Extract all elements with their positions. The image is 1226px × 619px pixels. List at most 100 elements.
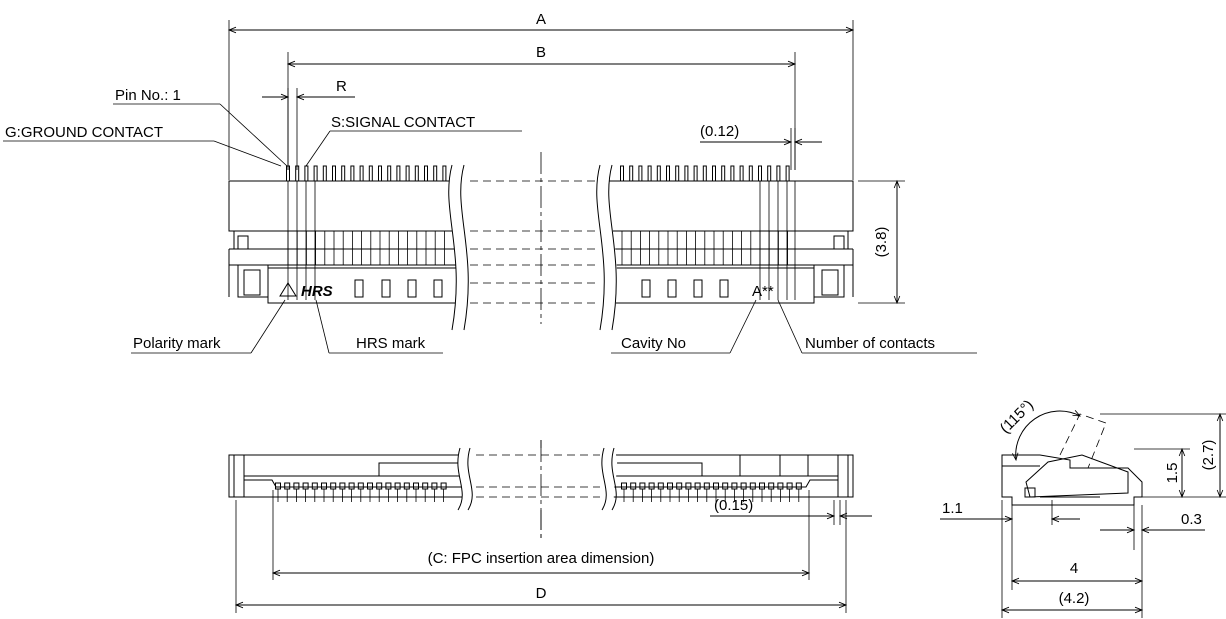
front-pin [767, 165, 772, 182]
front-pin [647, 165, 652, 182]
bottom-pin [385, 482, 392, 490]
bottom-pin [357, 482, 364, 490]
dimension-c: (C: FPC insertion area dimension) [271, 490, 811, 580]
front-pin [666, 165, 670, 182]
dimension-1-5: 1.5 [1134, 447, 1190, 499]
bottom-pin [403, 482, 410, 490]
bottom-pin [348, 482, 355, 490]
dimension-r-label: R [336, 78, 347, 95]
front-pin [433, 165, 438, 182]
callout-cavity: Cavity No [611, 299, 757, 354]
dimension-gap-015-label: (0.15) [714, 497, 753, 514]
bottom-pin [685, 482, 692, 490]
front-pin [620, 165, 624, 182]
bottom-pin [376, 482, 383, 490]
bottom-pin [731, 482, 738, 490]
front-pin [313, 165, 318, 182]
front-pin [387, 165, 392, 182]
dimension-4: 4 [1001, 500, 1144, 618]
bottom-pin [722, 482, 729, 490]
bottom-pin [795, 482, 802, 490]
front-pin [638, 165, 643, 182]
front-pin [721, 165, 726, 182]
front-pin [629, 165, 634, 182]
dimension-4-2-label: (4.2) [1059, 590, 1090, 607]
bottom-pin [694, 482, 701, 490]
callout-signal: S:SIGNAL CONTACT [305, 114, 522, 167]
bottom-pin [630, 482, 637, 490]
dimension-b-label: B [536, 44, 546, 61]
dimension-height: (3.8) [858, 179, 905, 305]
dimension-gap-015: (0.15) [710, 497, 872, 525]
ground-contact-label: G:GROUND CONTACT [5, 124, 163, 141]
front-pin [332, 165, 336, 182]
dimension-height-label: (3.8) [873, 227, 890, 258]
bottom-pin [657, 482, 664, 490]
front-view: A B R (0.12) [3, 11, 977, 354]
bottom-pin [703, 482, 710, 490]
callout-polarity: Polarity mark [131, 299, 286, 354]
bottom-pin [367, 482, 373, 490]
front-pin [776, 165, 781, 182]
dimension-1-1: 1.1 [940, 500, 1080, 548]
dimension-pin-gap-label: (0.12) [700, 123, 739, 140]
callout-pin1: Pin No.: 1 [113, 87, 288, 167]
front-pin [785, 165, 790, 182]
dimension-d: D [234, 500, 848, 613]
bottom-pin [394, 482, 401, 490]
bottom-pin [413, 482, 419, 490]
front-pin [656, 165, 661, 182]
bottom-pin [330, 482, 337, 490]
callout-hrs: HRS mark [315, 299, 443, 354]
dimension-0-3-label: 0.3 [1181, 511, 1202, 528]
front-pin [424, 165, 428, 182]
bottom-pin [422, 482, 429, 490]
front-pin [675, 165, 680, 182]
callout-contacts: Number of contacts [777, 299, 977, 354]
angle-label: (115°) [997, 397, 1037, 437]
front-pin [341, 165, 346, 182]
hrs-mark-label: HRS mark [356, 335, 426, 352]
dimension-d-label: D [536, 585, 547, 602]
front-pin [739, 165, 744, 182]
side-connector-body [1001, 413, 1143, 506]
dimension-1-5-label: 1.5 [1164, 463, 1181, 484]
bottom-pin [777, 482, 784, 490]
front-pin [350, 165, 355, 182]
front-pin [758, 165, 762, 182]
bottom-break [457, 440, 618, 540]
front-pin [414, 165, 419, 182]
hrs-logo-mark: HRS [301, 283, 333, 300]
dimension-0-3: 0.3 [1100, 505, 1205, 618]
front-pins [286, 165, 796, 300]
bottom-pin [339, 482, 346, 490]
cavity-windows-left [354, 279, 443, 298]
bottom-pin [749, 482, 756, 490]
front-pin [693, 165, 698, 182]
dimension-4-label: 4 [1070, 560, 1078, 577]
dimension-2-7: (2.7) [1100, 412, 1226, 499]
bottom-view: (0.15) (C: FPC insertion area dimension)… [228, 440, 872, 613]
front-pin [748, 165, 753, 182]
dimension-c-label: (C: FPC insertion area dimension) [428, 550, 655, 567]
polarity-mark-triangle [279, 282, 297, 297]
cavity-mark: A** [752, 283, 774, 300]
front-pin [730, 165, 735, 182]
callout-ground: G:GROUND CONTACT [3, 124, 282, 167]
signal-contact-label: S:SIGNAL CONTACT [331, 114, 475, 131]
bottom-pin [431, 482, 438, 490]
front-pin [304, 165, 309, 182]
angle-115: (115°) [997, 397, 1082, 462]
bottom-pin [311, 482, 318, 490]
bottom-pin [293, 482, 300, 490]
front-break [448, 152, 618, 331]
dimension-b: B [286, 44, 797, 170]
bottom-pin [713, 482, 719, 490]
number-of-contacts-label: Number of contacts [805, 335, 935, 352]
cavity-windows-right [641, 279, 729, 298]
bottom-pin [275, 482, 281, 490]
bottom-pin [639, 482, 646, 490]
dimension-r: R [262, 78, 355, 170]
front-pin [322, 165, 327, 182]
